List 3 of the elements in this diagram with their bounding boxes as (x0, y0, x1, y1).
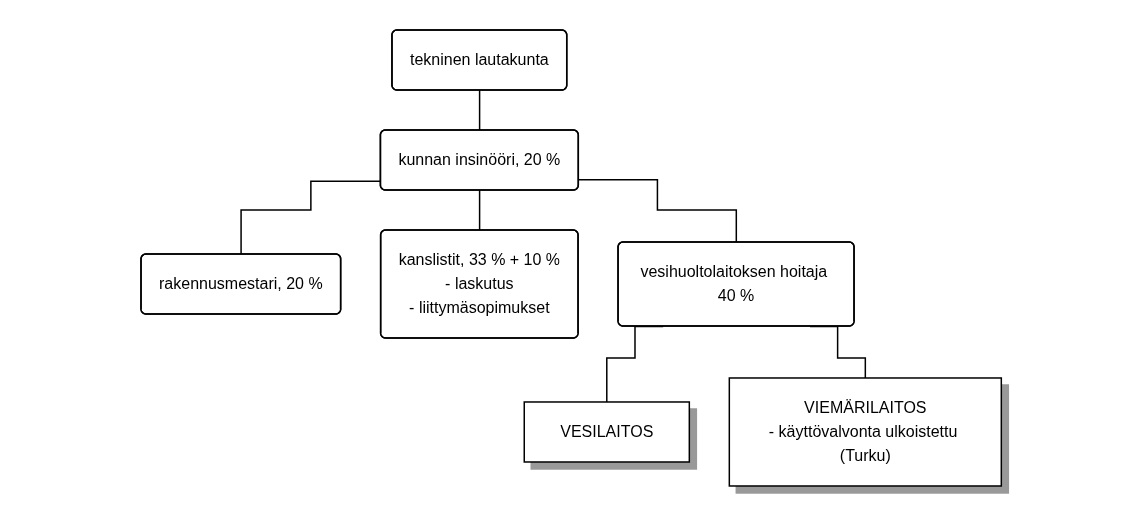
connector (479, 89, 481, 132)
node-box: VESILAITOS (523, 401, 691, 463)
node-box: VIEMÄRILAITOS - käyttövalvonta ulkoistettu (Turku) (728, 377, 1003, 487)
